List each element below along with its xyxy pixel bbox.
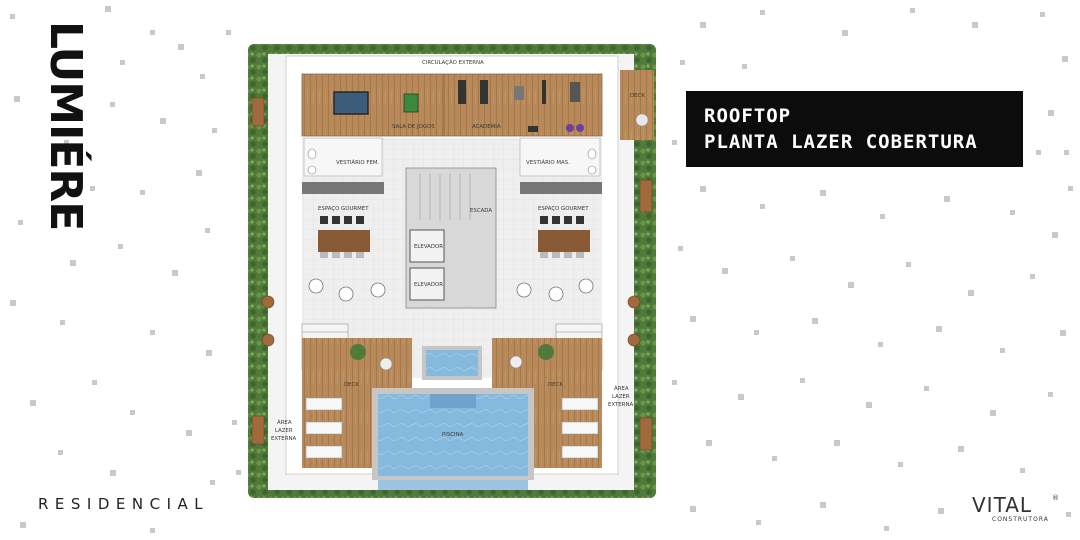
deck-table-right bbox=[509, 355, 523, 369]
deck-table bbox=[635, 113, 649, 127]
title-banner: ROOFTOP PLANTA LAZER COBERTURA bbox=[686, 91, 1023, 167]
area-lazer-right-1: ÁREA bbox=[614, 385, 629, 392]
gourmet-right-label: ESPAÇO GOURMET bbox=[538, 206, 589, 212]
jacuzzi bbox=[426, 350, 478, 376]
outer-planters bbox=[251, 97, 653, 451]
elevator-1-label: ELEVADOR bbox=[414, 244, 443, 250]
elevator-2-label: ELEVADOR bbox=[414, 282, 443, 288]
circulation-label: CIRCULAÇÃO EXTERNA bbox=[422, 59, 484, 66]
deck-right-label: DECK bbox=[548, 382, 563, 388]
changing-fem-label: VESTIÁRIO FEM. bbox=[336, 159, 380, 166]
title-line-1: ROOFTOP bbox=[704, 105, 792, 127]
area-lazer-left-3: EXTERNA bbox=[271, 436, 296, 442]
elevator-1 bbox=[409, 229, 445, 263]
rooftop-floor-plan: DECK CIRCULAÇÃO EXTERNA SALA DE JOGOS AC… bbox=[248, 44, 656, 498]
elevator-2 bbox=[409, 267, 445, 301]
plant-left bbox=[350, 344, 366, 360]
area-lazer-left-1: ÁREA bbox=[277, 419, 292, 426]
developer-logo: VITAL ® CONSTRUTORA bbox=[972, 493, 1062, 529]
gourmet-counter-right bbox=[520, 182, 602, 194]
plant-right bbox=[538, 344, 554, 360]
sun-loungers bbox=[305, 397, 599, 459]
dining-table-left bbox=[318, 216, 370, 258]
foosball-table bbox=[403, 93, 419, 113]
brand-tagline: RESIDENCIAL bbox=[38, 495, 210, 513]
changing-room-mas bbox=[519, 137, 601, 177]
gourmet-left-label: ESPAÇO GOURMET bbox=[318, 206, 369, 212]
stairs-label: ESCADA bbox=[470, 208, 492, 214]
pool-steps bbox=[430, 394, 476, 408]
area-lazer-right-2: LAZER bbox=[612, 394, 630, 400]
changing-mas-label: VESTIÁRIO MAS. bbox=[526, 159, 570, 166]
games-room-label: SALA DE JOGOS bbox=[392, 124, 435, 130]
gourmet-counter-left bbox=[302, 182, 384, 194]
changing-room-fem bbox=[303, 137, 383, 177]
pool-label: PISCINA bbox=[442, 432, 464, 438]
registered-mark: ® bbox=[1052, 494, 1059, 502]
area-lazer-right-3: EXTERNA bbox=[608, 402, 633, 408]
title-line-2: PLANTA LAZER COBERTURA bbox=[704, 131, 978, 153]
brand-logo: LUMIÉRE bbox=[37, 21, 93, 230]
dining-table-right bbox=[538, 216, 590, 258]
developer-name: VITAL bbox=[972, 493, 1033, 517]
round-tables bbox=[308, 278, 594, 302]
gym-equipment bbox=[458, 80, 584, 132]
deck-table-left bbox=[379, 357, 393, 371]
gym-label: ACADEMIA bbox=[472, 124, 501, 130]
area-lazer-left-2: LAZER bbox=[275, 428, 293, 434]
deck-left-label: DECK bbox=[344, 382, 359, 388]
pool-overflow bbox=[378, 480, 528, 490]
deck-top-right bbox=[620, 70, 654, 140]
pool-table bbox=[333, 91, 369, 115]
brand-name: LUMIÉRE bbox=[40, 21, 91, 231]
developer-subtitle: CONSTRUTORA bbox=[992, 516, 1049, 523]
deck-top-right-label: DECK bbox=[630, 93, 645, 99]
